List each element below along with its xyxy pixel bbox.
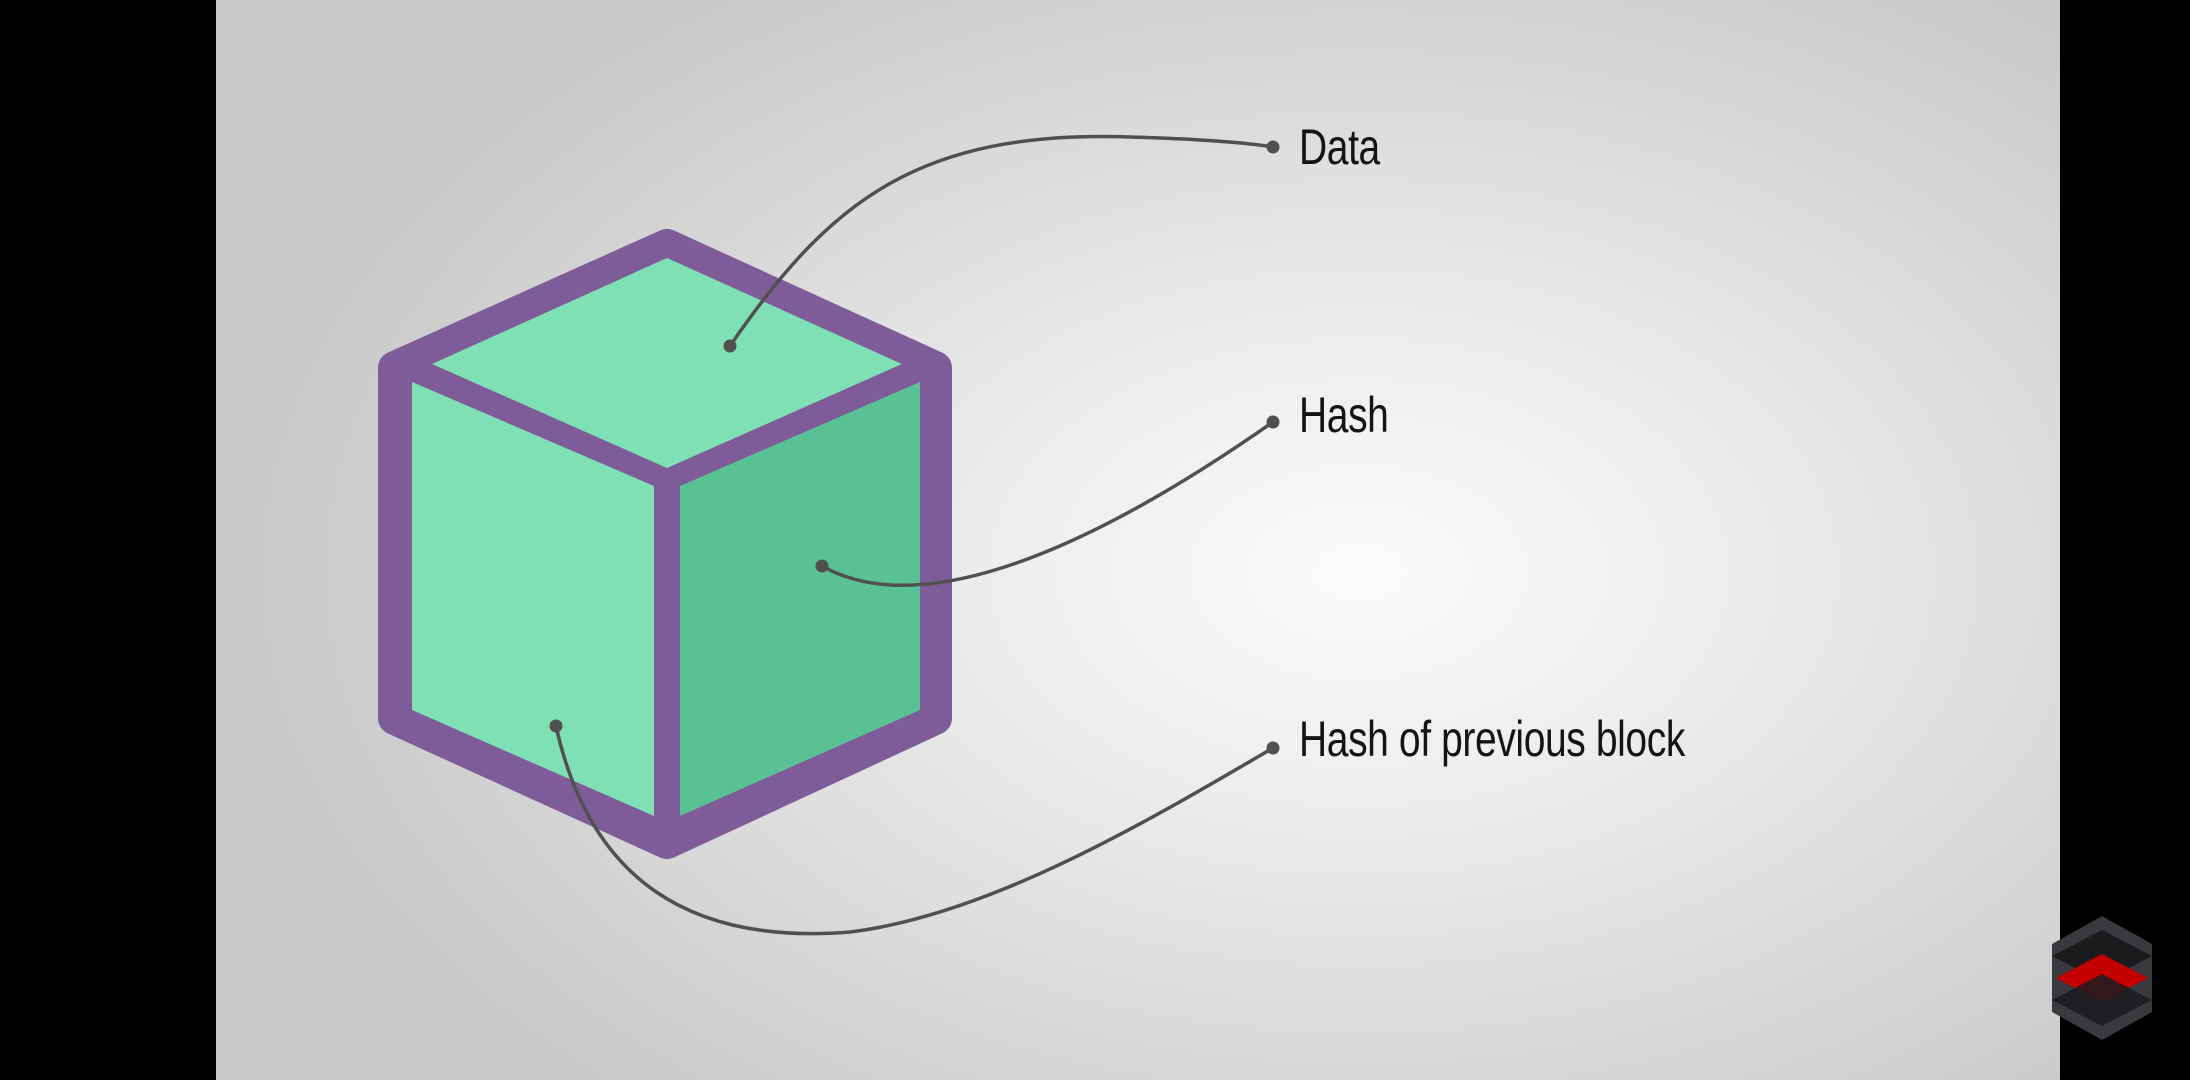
label-hash: Hash [1299, 387, 1389, 443]
cube-top-face [432, 258, 902, 468]
connector-prev-hash [554, 725, 1274, 936]
brand-logo-icon [2052, 916, 2152, 1040]
connector-data [728, 134, 1274, 347]
dot-data-label [1266, 140, 1280, 154]
dot-prev-hash-cube [549, 719, 563, 733]
dot-hash-label [1266, 415, 1280, 429]
connectors [554, 134, 1275, 936]
dot-data-cube [723, 339, 737, 353]
block-cube [378, 229, 952, 859]
cube-left-face [412, 382, 654, 816]
dot-prev-hash-label [1266, 741, 1280, 755]
connector-hash [821, 420, 1275, 587]
dot-hash-cube [815, 559, 829, 573]
connector-dots [549, 140, 1280, 755]
label-data: Data [1299, 119, 1380, 175]
label-hash-of-previous-block: Hash of previous block [1299, 711, 1685, 767]
cube-right-face [680, 382, 920, 816]
